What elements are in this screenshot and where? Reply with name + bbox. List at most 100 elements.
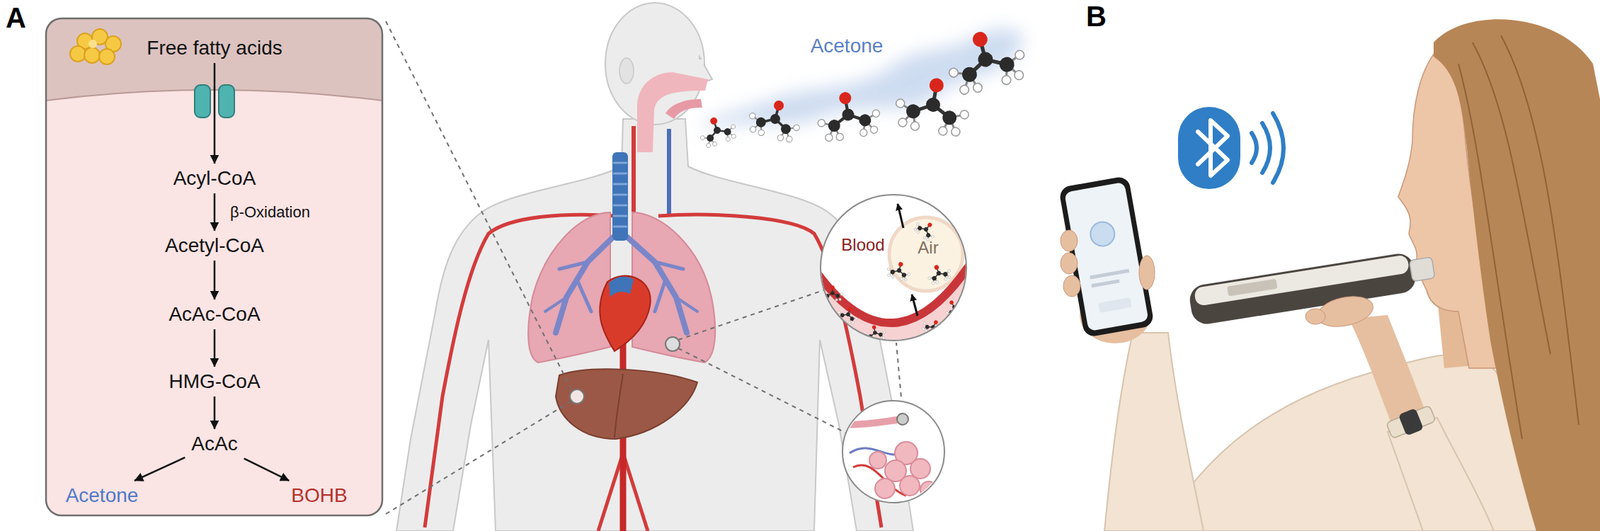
lungs [676,297,698,312]
alveolus-magnified [835,303,861,325]
arm-arteries [598,453,624,531]
neck-vessels [666,128,672,216]
trachea [613,204,628,207]
liver [569,389,585,404]
liver [555,368,698,439]
fat-droplets [84,47,100,64]
pathway-arrow [134,457,185,481]
user-photo [1305,308,1326,325]
leader-lines [678,348,847,434]
user-photo [1060,230,1078,252]
pathway-panel [46,18,383,516]
heart [608,276,634,298]
step-text: AcAc-CoA [168,303,260,326]
trachea [612,152,628,241]
breath-cloud [695,21,1031,150]
alveoli-inset [869,441,938,499]
pathway-arrow [213,396,216,430]
pathway-arrow [213,63,216,164]
alveolus-magnified [885,259,914,283]
lungs [654,279,666,312]
alveoli-inset [842,400,945,503]
user-photo [1305,291,1376,332]
user-photo [1060,252,1078,274]
trachea [613,162,628,165]
user-photo [1398,407,1424,436]
user-photo [1409,256,1436,282]
step-text: Acetone [65,484,139,507]
user-photo [1193,254,1410,306]
user-photo [1386,405,1436,439]
breath-cloud [892,72,975,140]
lungs [559,261,588,270]
pathway-panel [46,18,383,516]
trachea [613,215,628,218]
region-label: Air [917,237,939,258]
user-photo [1187,248,1437,327]
pathway-arrow [244,458,290,481]
bluetooth-icon [1251,113,1284,183]
step-text: BOHB [290,484,347,507]
user-photo [1064,181,1149,332]
breath-cloud [695,111,740,150]
region-label: Blood [841,235,885,255]
alveolus-magnified [911,294,918,316]
pathway-step: Free fatty acids [142,35,287,61]
molecule-label: Acetone [810,34,884,58]
user-photo [1384,402,1437,442]
user-photo [1098,297,1133,313]
trachea [613,225,628,228]
user-photo [1063,275,1081,297]
step-text: Free fatty acids [146,36,282,60]
bluetooth-icon [1272,113,1284,183]
leader-lines [385,400,573,514]
trachea [612,152,628,241]
user-photo [1104,332,1204,531]
user-photo [1314,291,1377,332]
fat-droplets [70,29,122,65]
arm-arteries [424,214,882,531]
pathway-product: Acetone [61,482,144,509]
airway [665,99,703,119]
user-photo [1090,278,1120,288]
edge-label: β-Oxidation [230,203,311,221]
airway [637,72,708,153]
user-photo [1500,35,1579,425]
alveoli-inset [869,451,887,469]
alveolus-magnified [819,193,968,342]
leader-lines [678,290,824,340]
pathway-arrow [213,260,216,300]
trachea [613,172,628,175]
user-photo [1387,417,1494,531]
user-photo [1226,278,1278,297]
user-photo [1089,269,1130,280]
magnified-circle: Blood Air [819,193,968,342]
alveolus-magnified [819,291,968,342]
human-silhouette [619,58,634,84]
pathway-product: BOHB [286,482,352,509]
panel-letter: B [1086,0,1107,33]
bluetooth-icon [1262,123,1271,173]
user-photo [1060,230,1155,297]
breath-cloud [813,87,884,145]
membrane-channel [218,84,235,118]
user-photo [1139,255,1155,290]
lung-marker [665,336,680,352]
alveolus-magnified [924,261,953,287]
user-photo [1458,63,1523,439]
neck-vessels [633,126,670,216]
bluetooth-icon [1178,106,1284,190]
fat-droplets [70,46,86,62]
alveolus-magnified [820,194,967,341]
pathway-step: AcAc-CoA [164,301,265,328]
human-silhouette [396,118,914,531]
user-photo [1088,220,1117,248]
pathway-arrow [213,329,216,367]
pathway-step: HMG-CoA [164,368,265,395]
leader-lines [385,21,573,391]
heart [599,276,651,352]
alveoli-inset [875,478,895,499]
step-text: Acyl-CoA [173,167,257,190]
user-photo [1458,35,1579,439]
